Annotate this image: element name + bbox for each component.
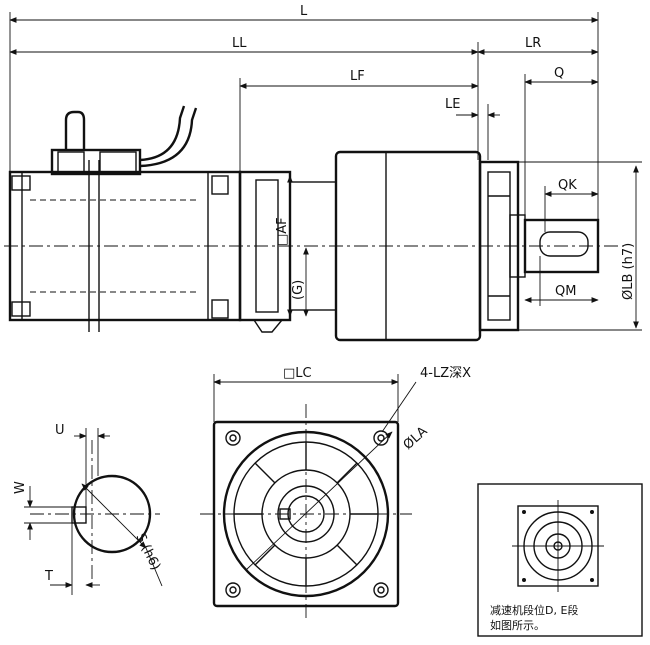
dim-QK-label: QK: [558, 178, 577, 193]
dim-AF-label: □AF: [275, 217, 290, 246]
dim-LC-label: □LC: [283, 366, 312, 381]
dim-QM-label: QM: [555, 284, 576, 299]
dim-LR-label: LR: [525, 36, 541, 51]
inset-note-line1: 减速机段位D, E段: [490, 603, 578, 617]
inset-frame: [477, 483, 643, 637]
front-view: □LC 4-LZ深X ØLA: [200, 366, 471, 620]
dim-L-label: L: [300, 4, 308, 19]
side-view: QK QM ØLB (h7) □AF (G): [4, 105, 642, 342]
dim-LE-label: LE: [445, 97, 460, 112]
dim-LB-label: ØLB (h7): [621, 243, 636, 300]
inset-box: 减速机段位D, E段 如图所示。: [477, 483, 643, 637]
dim-U-label: U: [55, 423, 65, 438]
inset-note-line2: 如图所示。: [490, 618, 545, 632]
dim-LF-label: LF: [350, 69, 365, 84]
dim-S-label: S (h6): [132, 531, 163, 573]
dim-LZ-label: 4-LZ深X: [420, 366, 471, 381]
dim-LA-label: ØLA: [401, 424, 431, 453]
shaft-section: U W T S (h6): [13, 423, 163, 595]
dim-Q-label: Q: [554, 66, 564, 81]
dim-G-label: (G): [291, 280, 306, 300]
top-dimensions: L LL LR LF Q LE: [9, 4, 599, 222]
dim-W-label: W: [13, 481, 28, 494]
dim-T-label: T: [44, 569, 53, 584]
dim-LL-label: LL: [232, 36, 247, 51]
cable-connector: [50, 148, 142, 176]
